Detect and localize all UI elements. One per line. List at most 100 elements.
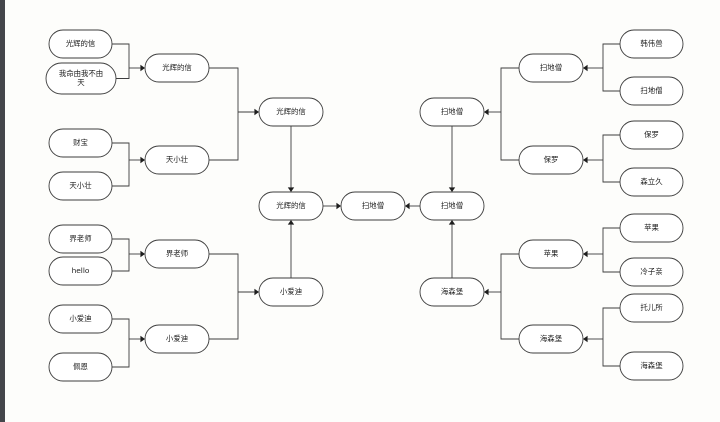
bracket-node[interactable]: 扫地僧	[619, 76, 684, 106]
connector-R2-1	[583, 43, 620, 92]
bracket-node[interactable]: 界老师	[48, 224, 113, 254]
node-label: 苹果	[544, 249, 559, 258]
node-shape	[518, 239, 584, 269]
bracket-node[interactable]: 扫地僧	[518, 53, 584, 83]
connector-layer	[112, 43, 620, 368]
bracket-node[interactable]: 光辉的信	[48, 29, 113, 59]
bracket-node[interactable]: 苹果	[619, 213, 684, 243]
node-shape	[144, 53, 210, 83]
arrow-head-left	[583, 335, 588, 343]
node-label: 保罗	[644, 130, 659, 139]
node-shape	[258, 97, 324, 127]
node-shape	[518, 53, 584, 83]
node-shape	[48, 352, 113, 382]
node-label: 苹果	[644, 223, 659, 232]
bracket-node[interactable]: 天小壮	[144, 145, 210, 175]
node-shape	[48, 304, 113, 334]
node-shape	[518, 145, 584, 175]
bracket-node[interactable]: 佩恩	[48, 352, 113, 382]
node-shape	[48, 128, 113, 158]
node-label: 扫地僧	[640, 86, 662, 95]
node-label: 冷子亲	[640, 267, 662, 276]
arrow-head-left	[583, 250, 588, 258]
node-shape	[619, 293, 684, 323]
node-shape	[619, 257, 684, 287]
node-shape	[144, 145, 210, 175]
node-shape	[419, 191, 485, 221]
bracket-node[interactable]: 扫地僧	[419, 97, 485, 127]
arrow-head-right	[140, 335, 145, 343]
connector-L2-1	[112, 43, 145, 79]
bracket-node[interactable]: 森立久	[619, 167, 684, 197]
bracket-node[interactable]: 海森堡	[619, 351, 684, 381]
connector-L2-3	[112, 238, 145, 272]
arrow-head-right	[140, 156, 145, 164]
connector-R3-2	[484, 253, 519, 340]
node-shape	[258, 277, 324, 307]
connector-R3-1	[484, 67, 519, 161]
bracket-node[interactable]: 保罗	[619, 120, 684, 150]
bracket-node[interactable]: hello	[48, 256, 113, 286]
node-label: 光辉的信	[162, 63, 192, 72]
node-shape	[45, 62, 117, 95]
node-label: 佩恩	[73, 362, 88, 371]
node-label: 森立久	[640, 177, 663, 186]
bracket-node[interactable]: 界老师	[144, 239, 210, 269]
arrow-head-left	[583, 64, 588, 72]
node-shape	[518, 324, 584, 354]
node-label: 小爱迪	[69, 314, 92, 323]
node-shape	[419, 277, 485, 307]
bracket-node[interactable]: 我命由我不由天	[45, 62, 117, 95]
connector-L2-4	[112, 318, 145, 368]
bracket-node[interactable]: 扫地僧	[419, 191, 485, 221]
arrow-head-up	[448, 220, 456, 225]
bracket-node[interactable]: 光辉的信	[144, 53, 210, 83]
bracket-node[interactable]: 小爱迪	[258, 277, 324, 307]
bracket-node[interactable]: 海森堡	[518, 324, 584, 354]
bracket-node[interactable]: 小爱迪	[144, 324, 210, 354]
connector-L4-1	[287, 220, 295, 278]
connector-L4-1	[287, 126, 295, 192]
arrow-head-up	[287, 220, 295, 225]
node-label: 扫地僧	[441, 107, 463, 116]
connector-R2-2	[583, 134, 620, 183]
bracket-node[interactable]: 小爱迪	[48, 304, 113, 334]
node-label: 光辉的信	[66, 39, 96, 48]
connector-L3-1	[209, 67, 259, 161]
bracket-node[interactable]: 光辉的信	[258, 97, 324, 127]
bracket-node[interactable]: 海森堡	[419, 277, 485, 307]
bracket-node[interactable]: 苹果	[518, 239, 584, 269]
connector-R4-1	[448, 126, 456, 192]
node-label: 天小壮	[166, 155, 189, 164]
node-layer: 光辉的信我命由我不由天财宝天小壮界老师hello小爱迪佩恩光辉的信天小壮界老师小…	[45, 29, 684, 382]
node-shape	[258, 191, 324, 221]
arrow-head-right	[254, 108, 259, 116]
node-shape	[48, 224, 113, 254]
node-label: 财宝	[73, 138, 88, 147]
node-label: 扫地僧	[540, 63, 562, 72]
arrow-head-right	[254, 288, 259, 296]
node-label: 界老师	[69, 234, 91, 243]
connector-R2-3	[583, 227, 620, 273]
arrow-head-left	[583, 156, 588, 164]
node-label: 界老师	[166, 249, 188, 258]
bracket-node[interactable]: 韩伟兽	[619, 29, 684, 59]
bracket-node[interactable]: 财宝	[48, 128, 113, 158]
bracket-node[interactable]: 冷子亲	[619, 257, 684, 287]
node-label: hello	[72, 266, 90, 275]
bracket-node[interactable]: 扫地僧	[340, 191, 406, 221]
node-label: 保罗	[544, 155, 559, 164]
bracket-node[interactable]: 光辉的信	[258, 191, 324, 221]
arrow-head-left	[405, 202, 410, 210]
bracket-node[interactable]: 天小壮	[48, 171, 113, 201]
node-shape	[619, 76, 684, 106]
node-label: 托儿所	[640, 303, 663, 312]
arrow-head-down	[448, 187, 456, 192]
arrow-head-left	[484, 288, 489, 296]
bracket-node[interactable]: 托儿所	[619, 293, 684, 323]
connector-L3-2	[209, 253, 259, 340]
connector-L2-2	[112, 142, 145, 187]
bracket-node[interactable]: 保罗	[518, 145, 584, 175]
